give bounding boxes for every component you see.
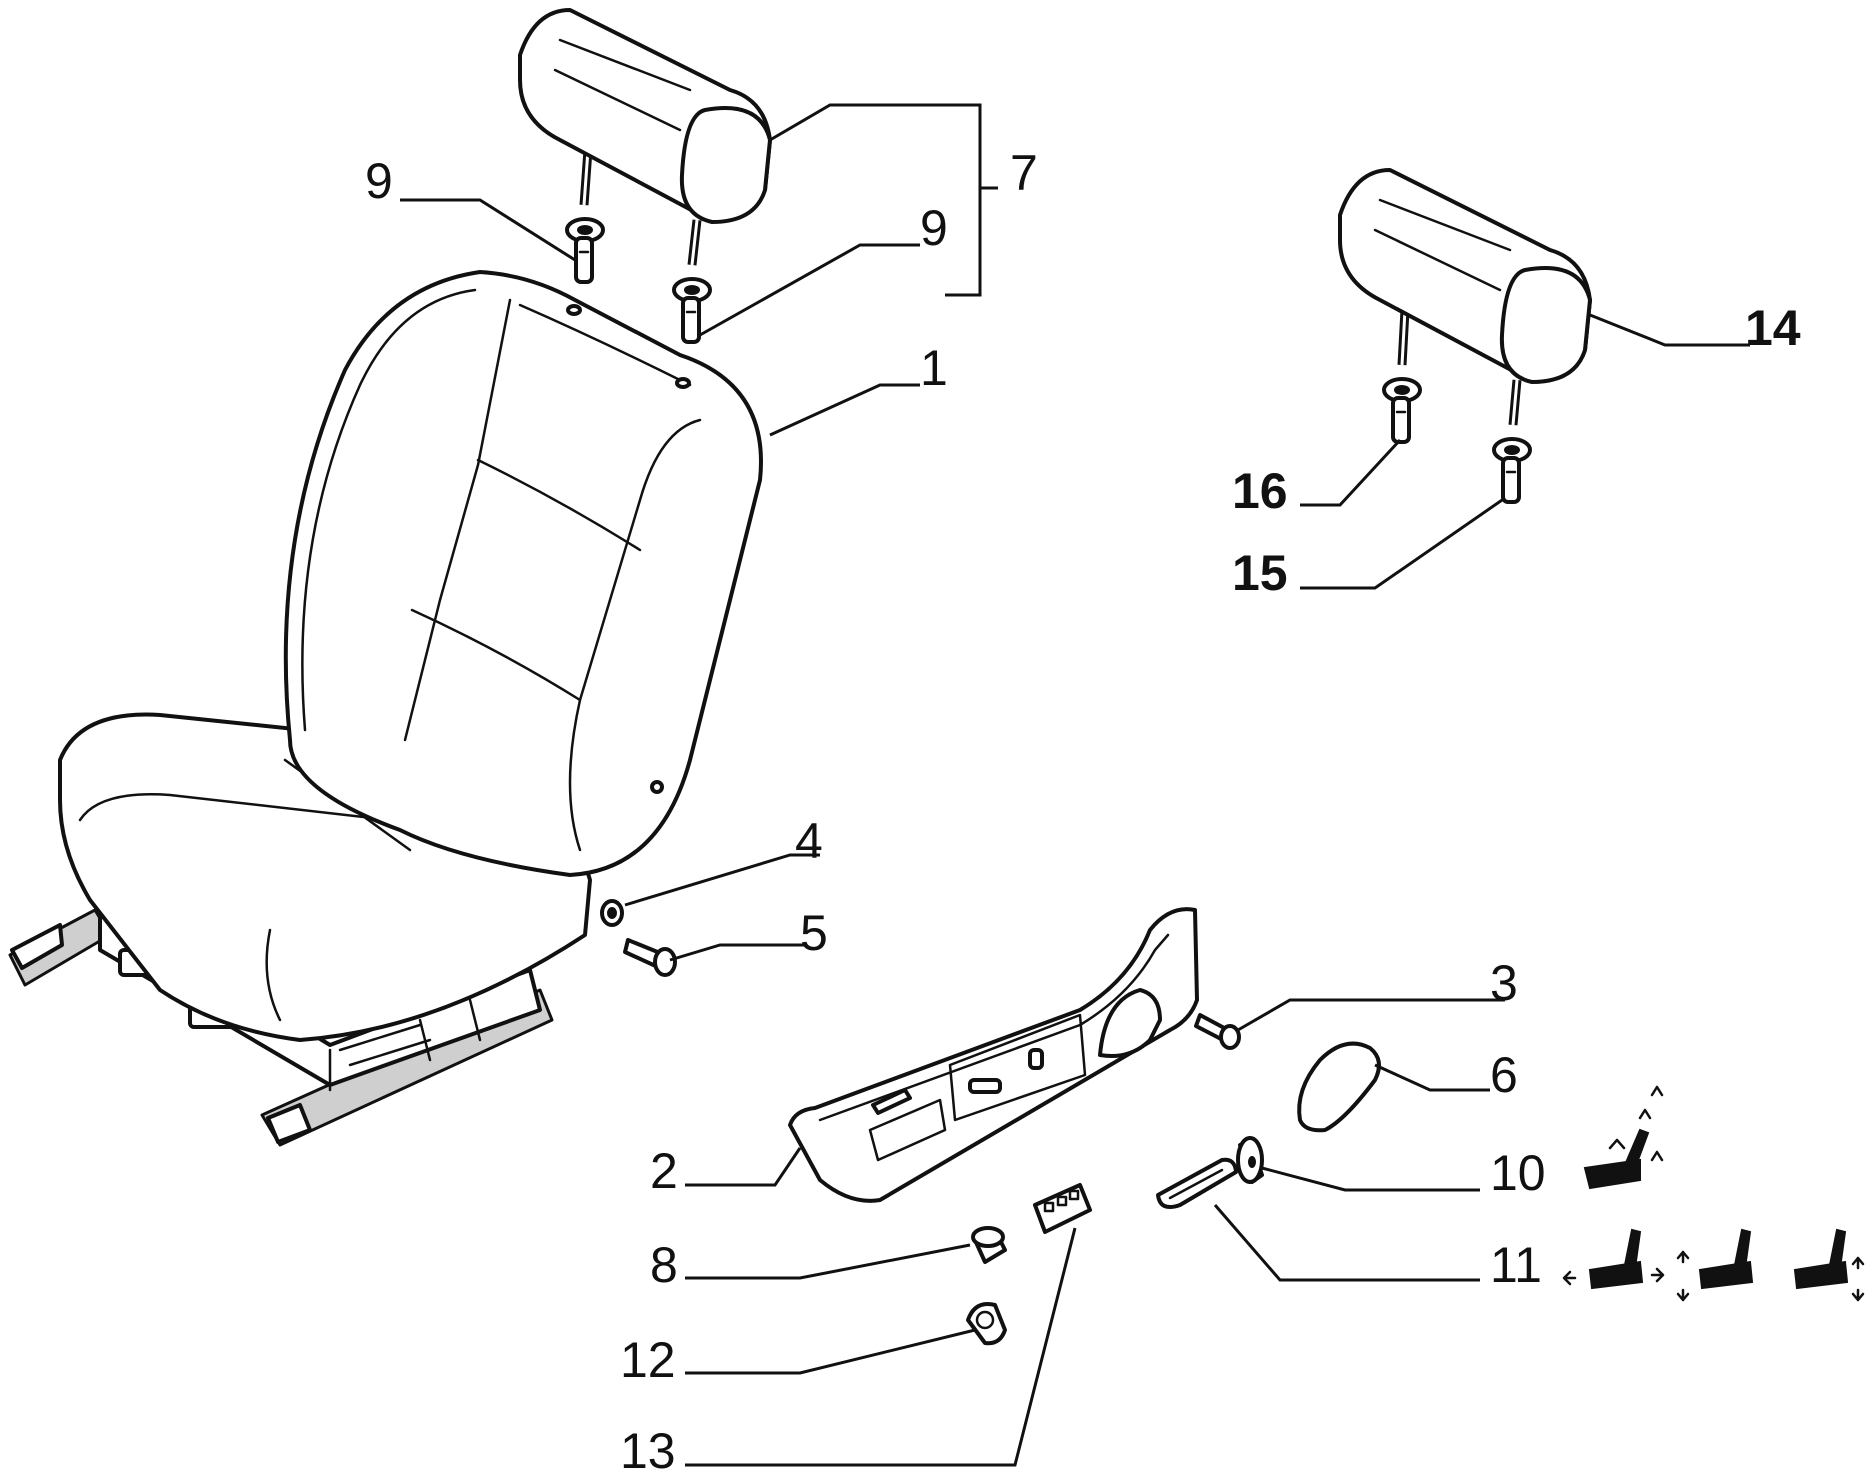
headrest-guide-16 <box>1382 377 1422 444</box>
label-part-5: 5 <box>800 905 828 961</box>
label-part-14: 14 <box>1745 300 1801 356</box>
label-part-1: 1 <box>920 340 948 396</box>
label-part-13: 13 <box>620 1423 676 1470</box>
label-part-6: 6 <box>1490 1047 1518 1103</box>
bolt-5 <box>623 938 677 977</box>
label-part-8: 8 <box>650 1237 678 1293</box>
cover-6 <box>1297 1041 1381 1133</box>
headrest-front <box>518 8 772 266</box>
label-part-4: 4 <box>795 813 823 869</box>
seat-assembly <box>8 270 763 1147</box>
seat-recline-icon <box>1583 1085 1664 1190</box>
label-part-11: 11 <box>1490 1237 1542 1293</box>
label-part-16: 16 <box>1232 463 1288 519</box>
seat-height-icon <box>1676 1228 1754 1302</box>
cap-12 <box>966 1302 1007 1346</box>
label-part-7: 7 <box>1010 145 1038 201</box>
label-part-9-right: 9 <box>920 200 948 256</box>
headrest-14 <box>1338 168 1592 426</box>
label-part-2: 2 <box>650 1143 678 1199</box>
headrest-guide-9a <box>565 217 605 284</box>
part-labels: 9 7 9 1 4 5 3 6 10 11 2 8 12 13 14 16 15 <box>365 145 1801 1470</box>
headrest-guide-9b <box>672 277 712 344</box>
label-part-3: 3 <box>1490 955 1518 1011</box>
knob-10 <box>1236 1136 1264 1184</box>
leader-lines <box>400 103 1750 1467</box>
label-part-15: 15 <box>1232 545 1288 601</box>
seat-tilt-icon <box>1793 1228 1865 1302</box>
switch-11 <box>1156 1157 1238 1209</box>
label-part-10: 10 <box>1490 1145 1546 1201</box>
screw-3 <box>1194 1013 1241 1050</box>
side-trim-panel-2 <box>788 907 1199 1203</box>
switch-13 <box>1033 1183 1092 1234</box>
headrest-guide-15 <box>1492 437 1532 504</box>
cap-8 <box>971 1226 1007 1264</box>
washer-4 <box>600 899 624 927</box>
seat-slide-icon <box>1562 1228 1665 1290</box>
label-part-9-left: 9 <box>365 153 393 209</box>
label-part-12: 12 <box>620 1332 676 1388</box>
